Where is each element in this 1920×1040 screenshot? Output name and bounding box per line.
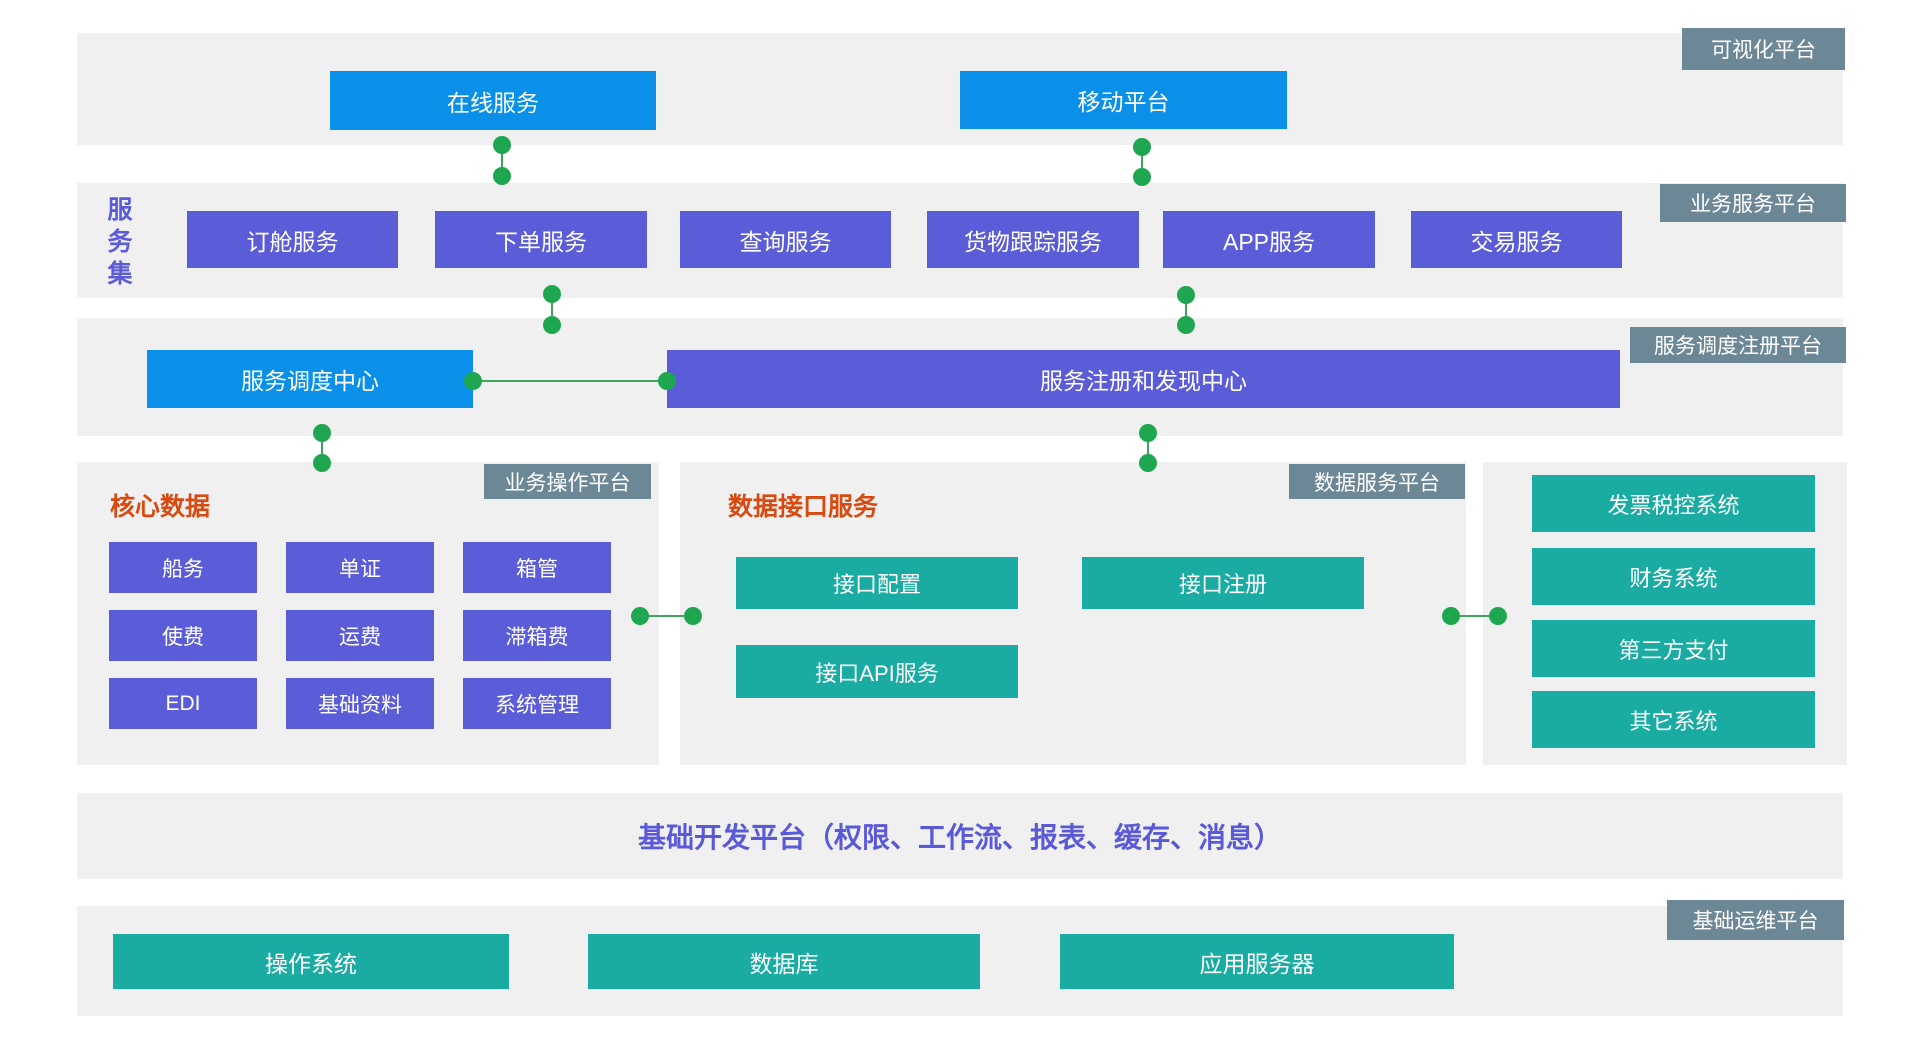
interface-api-service-node[interactable]: 接口API服务 bbox=[736, 645, 1018, 698]
connector-dot bbox=[1133, 168, 1151, 186]
order-service-node[interactable]: 下单服务 bbox=[435, 211, 647, 268]
query-service-node[interactable]: 查询服务 bbox=[680, 211, 891, 268]
connector-dot bbox=[493, 136, 511, 154]
connector-dot bbox=[493, 167, 511, 185]
connector-line bbox=[321, 433, 323, 463]
freight-module-node[interactable]: 运费 bbox=[286, 610, 434, 661]
base-data-module-node[interactable]: 基础资料 bbox=[286, 678, 434, 729]
connector-line bbox=[473, 380, 667, 382]
connector-dot bbox=[543, 285, 561, 303]
service-registry-center-node[interactable]: 服务注册和发现中心 bbox=[667, 350, 1620, 408]
mobile-platform-node[interactable]: 移动平台 bbox=[960, 71, 1287, 129]
connector-dot bbox=[1139, 424, 1157, 442]
interface-config-node[interactable]: 接口配置 bbox=[736, 557, 1018, 609]
invoice-tax-system-node[interactable]: 发票税控系统 bbox=[1532, 475, 1815, 532]
other-systems-node[interactable]: 其它系统 bbox=[1532, 691, 1815, 748]
database-node[interactable]: 数据库 bbox=[588, 934, 980, 989]
service-set-label: 服务集 bbox=[104, 196, 132, 292]
interface-registry-node[interactable]: 接口注册 bbox=[1082, 557, 1364, 609]
connector-line bbox=[1147, 433, 1149, 463]
dev-platform-title: 基础开发平台（权限、工作流、报表、缓存、消息） bbox=[637, 822, 1282, 853]
connector-dot bbox=[313, 454, 331, 472]
data-service-platform-label: 数据服务平台 bbox=[1289, 464, 1465, 499]
connector-line bbox=[1185, 295, 1187, 325]
operation-platform-label: 业务操作平台 bbox=[484, 464, 651, 499]
connector-dot bbox=[1489, 607, 1507, 625]
connector-dot bbox=[1133, 138, 1151, 156]
business-service-platform-label: 业务服务平台 bbox=[1660, 184, 1846, 222]
service-registry-platform-label: 服务调度注册平台 bbox=[1630, 327, 1846, 363]
third-party-payment-node[interactable]: 第三方支付 bbox=[1532, 620, 1815, 677]
connector-dot bbox=[684, 607, 702, 625]
documents-module-node[interactable]: 单证 bbox=[286, 542, 434, 593]
core-data-heading: 核心数据 bbox=[110, 493, 211, 521]
demurrage-module-node[interactable]: 滞箱费 bbox=[463, 610, 611, 661]
connector-line bbox=[551, 294, 553, 325]
edi-module-node[interactable]: EDI bbox=[109, 678, 257, 729]
online-service-node[interactable]: 在线服务 bbox=[330, 71, 656, 130]
app-server-node[interactable]: 应用服务器 bbox=[1060, 934, 1454, 989]
app-service-node[interactable]: APP服务 bbox=[1163, 211, 1375, 268]
connector-line bbox=[501, 145, 503, 176]
connector-dot bbox=[1177, 316, 1195, 334]
dev-platform-band bbox=[77, 793, 1843, 879]
connector-dot bbox=[543, 316, 561, 334]
core-data-grid: 船务 单证 箱管 使费 运费 滞箱费 EDI 基础资料 系统管理 bbox=[109, 542, 611, 729]
visualization-platform-label: 可视化平台 bbox=[1682, 28, 1845, 70]
shipping-module-node[interactable]: 船务 bbox=[109, 542, 257, 593]
trade-service-node[interactable]: 交易服务 bbox=[1411, 211, 1622, 268]
connector-line bbox=[640, 615, 693, 617]
operating-system-node[interactable]: 操作系统 bbox=[113, 934, 509, 989]
service-dispatch-center-node[interactable]: 服务调度中心 bbox=[147, 350, 473, 408]
connector-dot bbox=[1177, 286, 1195, 304]
connector-dot bbox=[1442, 607, 1460, 625]
connector-line bbox=[1141, 147, 1143, 177]
booking-service-node[interactable]: 订舱服务 bbox=[187, 211, 398, 268]
disbursement-module-node[interactable]: 使费 bbox=[109, 610, 257, 661]
connector-line bbox=[1451, 615, 1498, 617]
finance-system-node[interactable]: 财务系统 bbox=[1532, 548, 1815, 605]
container-mgmt-module-node[interactable]: 箱管 bbox=[463, 542, 611, 593]
data-interface-heading: 数据接口服务 bbox=[728, 493, 879, 521]
data-service-panel bbox=[680, 462, 1466, 765]
connector-dot bbox=[1139, 454, 1157, 472]
connector-dot bbox=[631, 607, 649, 625]
ops-platform-label: 基础运维平台 bbox=[1667, 900, 1844, 940]
system-mgmt-module-node[interactable]: 系统管理 bbox=[463, 678, 611, 729]
connector-dot bbox=[313, 424, 331, 442]
connector-dot bbox=[658, 372, 676, 390]
connector-dot bbox=[464, 372, 482, 390]
cargo-tracking-service-node[interactable]: 货物跟踪服务 bbox=[927, 211, 1139, 268]
